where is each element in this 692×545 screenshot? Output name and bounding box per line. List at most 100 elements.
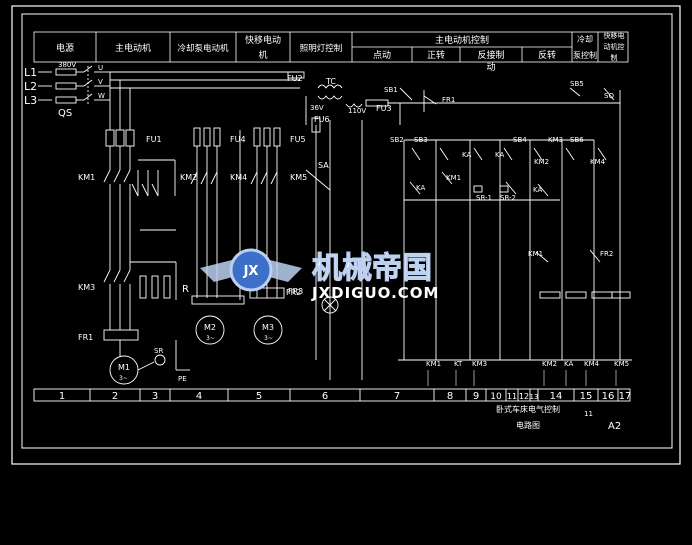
supply-phase-voltage: 380V (58, 61, 76, 69)
header-jog: 点动 (373, 50, 391, 61)
contactor-km1-ctrl-2: KM1 (528, 250, 543, 258)
watermark-chinese: 机械帝国 (312, 251, 432, 286)
outer-frame (11, 5, 681, 465)
header-labels: 电源 主电动机 冷却泵电动机 快移电动 机 照明灯控制 主电动机控制 点动 正转… (56, 31, 625, 73)
index-16: 16 (602, 391, 615, 402)
contactor-km3-main: KM3 (78, 283, 95, 292)
thermal-fr2-ctrl: FR2 (600, 250, 613, 258)
coil-ticks (427, 370, 617, 386)
index-9: 9 (473, 391, 479, 402)
header-reverse-brake-2: 动 (486, 62, 495, 73)
header-coolant-control-2: 泵控制 (573, 50, 597, 60)
transformer-labels: FU2 TC 36V 110V FU3 FU6 SA FR3 (287, 74, 392, 296)
index-1: 1 (59, 391, 65, 402)
title-block-title: 卧式车床电气控制 (496, 404, 560, 414)
coil-km1: KM1 (426, 360, 441, 368)
supply-labels: L1 L2 L3 380V QS U V W (24, 61, 105, 119)
index-12: 12 (519, 392, 529, 401)
title-block-sheet: A2 (608, 421, 621, 432)
index-6: 6 (322, 391, 328, 402)
motor-m2-sub: 3~ (206, 335, 215, 342)
header-lighting-control: 照明灯控制 (300, 43, 343, 54)
index-numbers: 1 2 3 4 5 6 7 8 9 10 11 12 13 14 15 16 1… (59, 391, 632, 402)
watermark-emblem: JX (243, 264, 259, 279)
index-13: 13 (530, 393, 539, 401)
speed-sr2: SR-2 (500, 194, 516, 202)
header-reverse-brake-1: 反接制 (477, 49, 504, 61)
index-strip (33, 388, 631, 402)
contactor-km4-ctrl: KM4 (590, 158, 606, 166)
speed-sr1: SR-1 (476, 194, 492, 202)
fuse-fu4: FU4 (230, 135, 246, 144)
fuse-fu1: FU1 (146, 135, 162, 144)
header-forward: 正转 (427, 49, 445, 61)
relay-ka-4: KA (533, 186, 542, 194)
inner-frame (21, 13, 673, 449)
earth-pe: PE (178, 375, 187, 383)
coil-ka: KA (564, 360, 573, 368)
switch-sb5: SB5 (570, 80, 584, 88)
motor-m3-sub: 3~ (264, 335, 273, 342)
coil-kt: KT (454, 360, 463, 368)
main-motor-branch (103, 129, 177, 385)
isolator-qs: QS (58, 108, 72, 119)
relay-ka-1: KA (462, 151, 471, 159)
coil-km2: KM2 (542, 360, 557, 368)
limit-sq: SQ (604, 92, 614, 100)
voltage-36v: 36V (310, 104, 324, 112)
thermal-fr2: FR2 (286, 288, 301, 297)
watermark: JX 机械帝国 JXDIGUO.COM (200, 248, 439, 302)
contactor-km2-main: KM2 (180, 173, 197, 182)
coil-km5: KM5 (614, 360, 629, 368)
fuse-fu5: FU5 (290, 135, 306, 144)
index-7: 7 (394, 391, 400, 402)
main-motor-labels: FU1 KM1 KM2 KM3 R FR1 M1 3~ SR PE (78, 135, 197, 383)
header-rapid-control-2: 动机控 (604, 42, 625, 51)
speed-relay-sr: SR (154, 347, 163, 355)
watermark-latin: JXDIGUO.COM (311, 284, 439, 302)
relay-ka-3: KA (416, 184, 425, 192)
switch-sb2: SB2 (390, 136, 404, 144)
header-rapid-control-1: 快移电 (604, 31, 625, 40)
index-14: 14 (550, 391, 563, 402)
header-rapid-motor-1: 快移电动 (245, 34, 281, 46)
aux-motor-branches (190, 127, 285, 345)
header-table (33, 31, 629, 63)
switch-sa: SA (318, 161, 329, 170)
motor-m3: M3 (262, 323, 274, 332)
index-10: 10 (490, 392, 502, 402)
aux-motor-labels: FU4 FU5 KM4 KM5 FR2 M2 3~ M3 3~ (204, 135, 307, 342)
power-supply (38, 65, 300, 130)
header-rapid-control-3: 制 (611, 53, 618, 62)
switch-sb4: SB4 (513, 136, 527, 144)
voltage-110v: 110V (348, 107, 366, 115)
index-3: 3 (152, 391, 158, 402)
fuse-fu2: FU2 (287, 74, 303, 83)
contactor-km5: KM5 (290, 173, 307, 182)
watermark-gear-icon (229, 248, 273, 292)
header-coolant-pump-motor: 冷却泵电动机 (177, 43, 229, 54)
title-block-subtitle: 电路图 (516, 420, 540, 430)
index-5: 5 (256, 391, 262, 402)
control-labels: SB1 FR1 SB2 SB3 SB4 KM3 SB6 SB5 SQ KA KA… (384, 80, 614, 258)
switch-sb3: SB3 (414, 136, 428, 144)
index-11: 11 (507, 392, 517, 401)
contactor-km4: KM4 (230, 173, 247, 182)
phase-l3: L3 (24, 94, 37, 107)
control-circuit (398, 87, 632, 361)
header-main-motor-control: 主电动机控制 (435, 34, 489, 46)
transformer-lighting (287, 71, 620, 380)
transformer-tc: TC (325, 77, 336, 86)
index-4: 4 (196, 391, 202, 402)
motor-m2: M2 (204, 323, 216, 332)
index-2: 2 (112, 391, 118, 402)
label-v: V (98, 78, 103, 86)
title-block: 卧式车床电气控制 电路图 11 A2 (496, 404, 621, 432)
switch-sb6: SB6 (570, 136, 584, 144)
thermal-fr1: FR1 (78, 333, 93, 342)
coil-km3: KM3 (472, 360, 487, 368)
contactor-km2-ctrl: KM2 (534, 158, 549, 166)
header-reverse: 反转 (538, 49, 556, 61)
contactor-km3-ctrl: KM3 (548, 136, 563, 144)
